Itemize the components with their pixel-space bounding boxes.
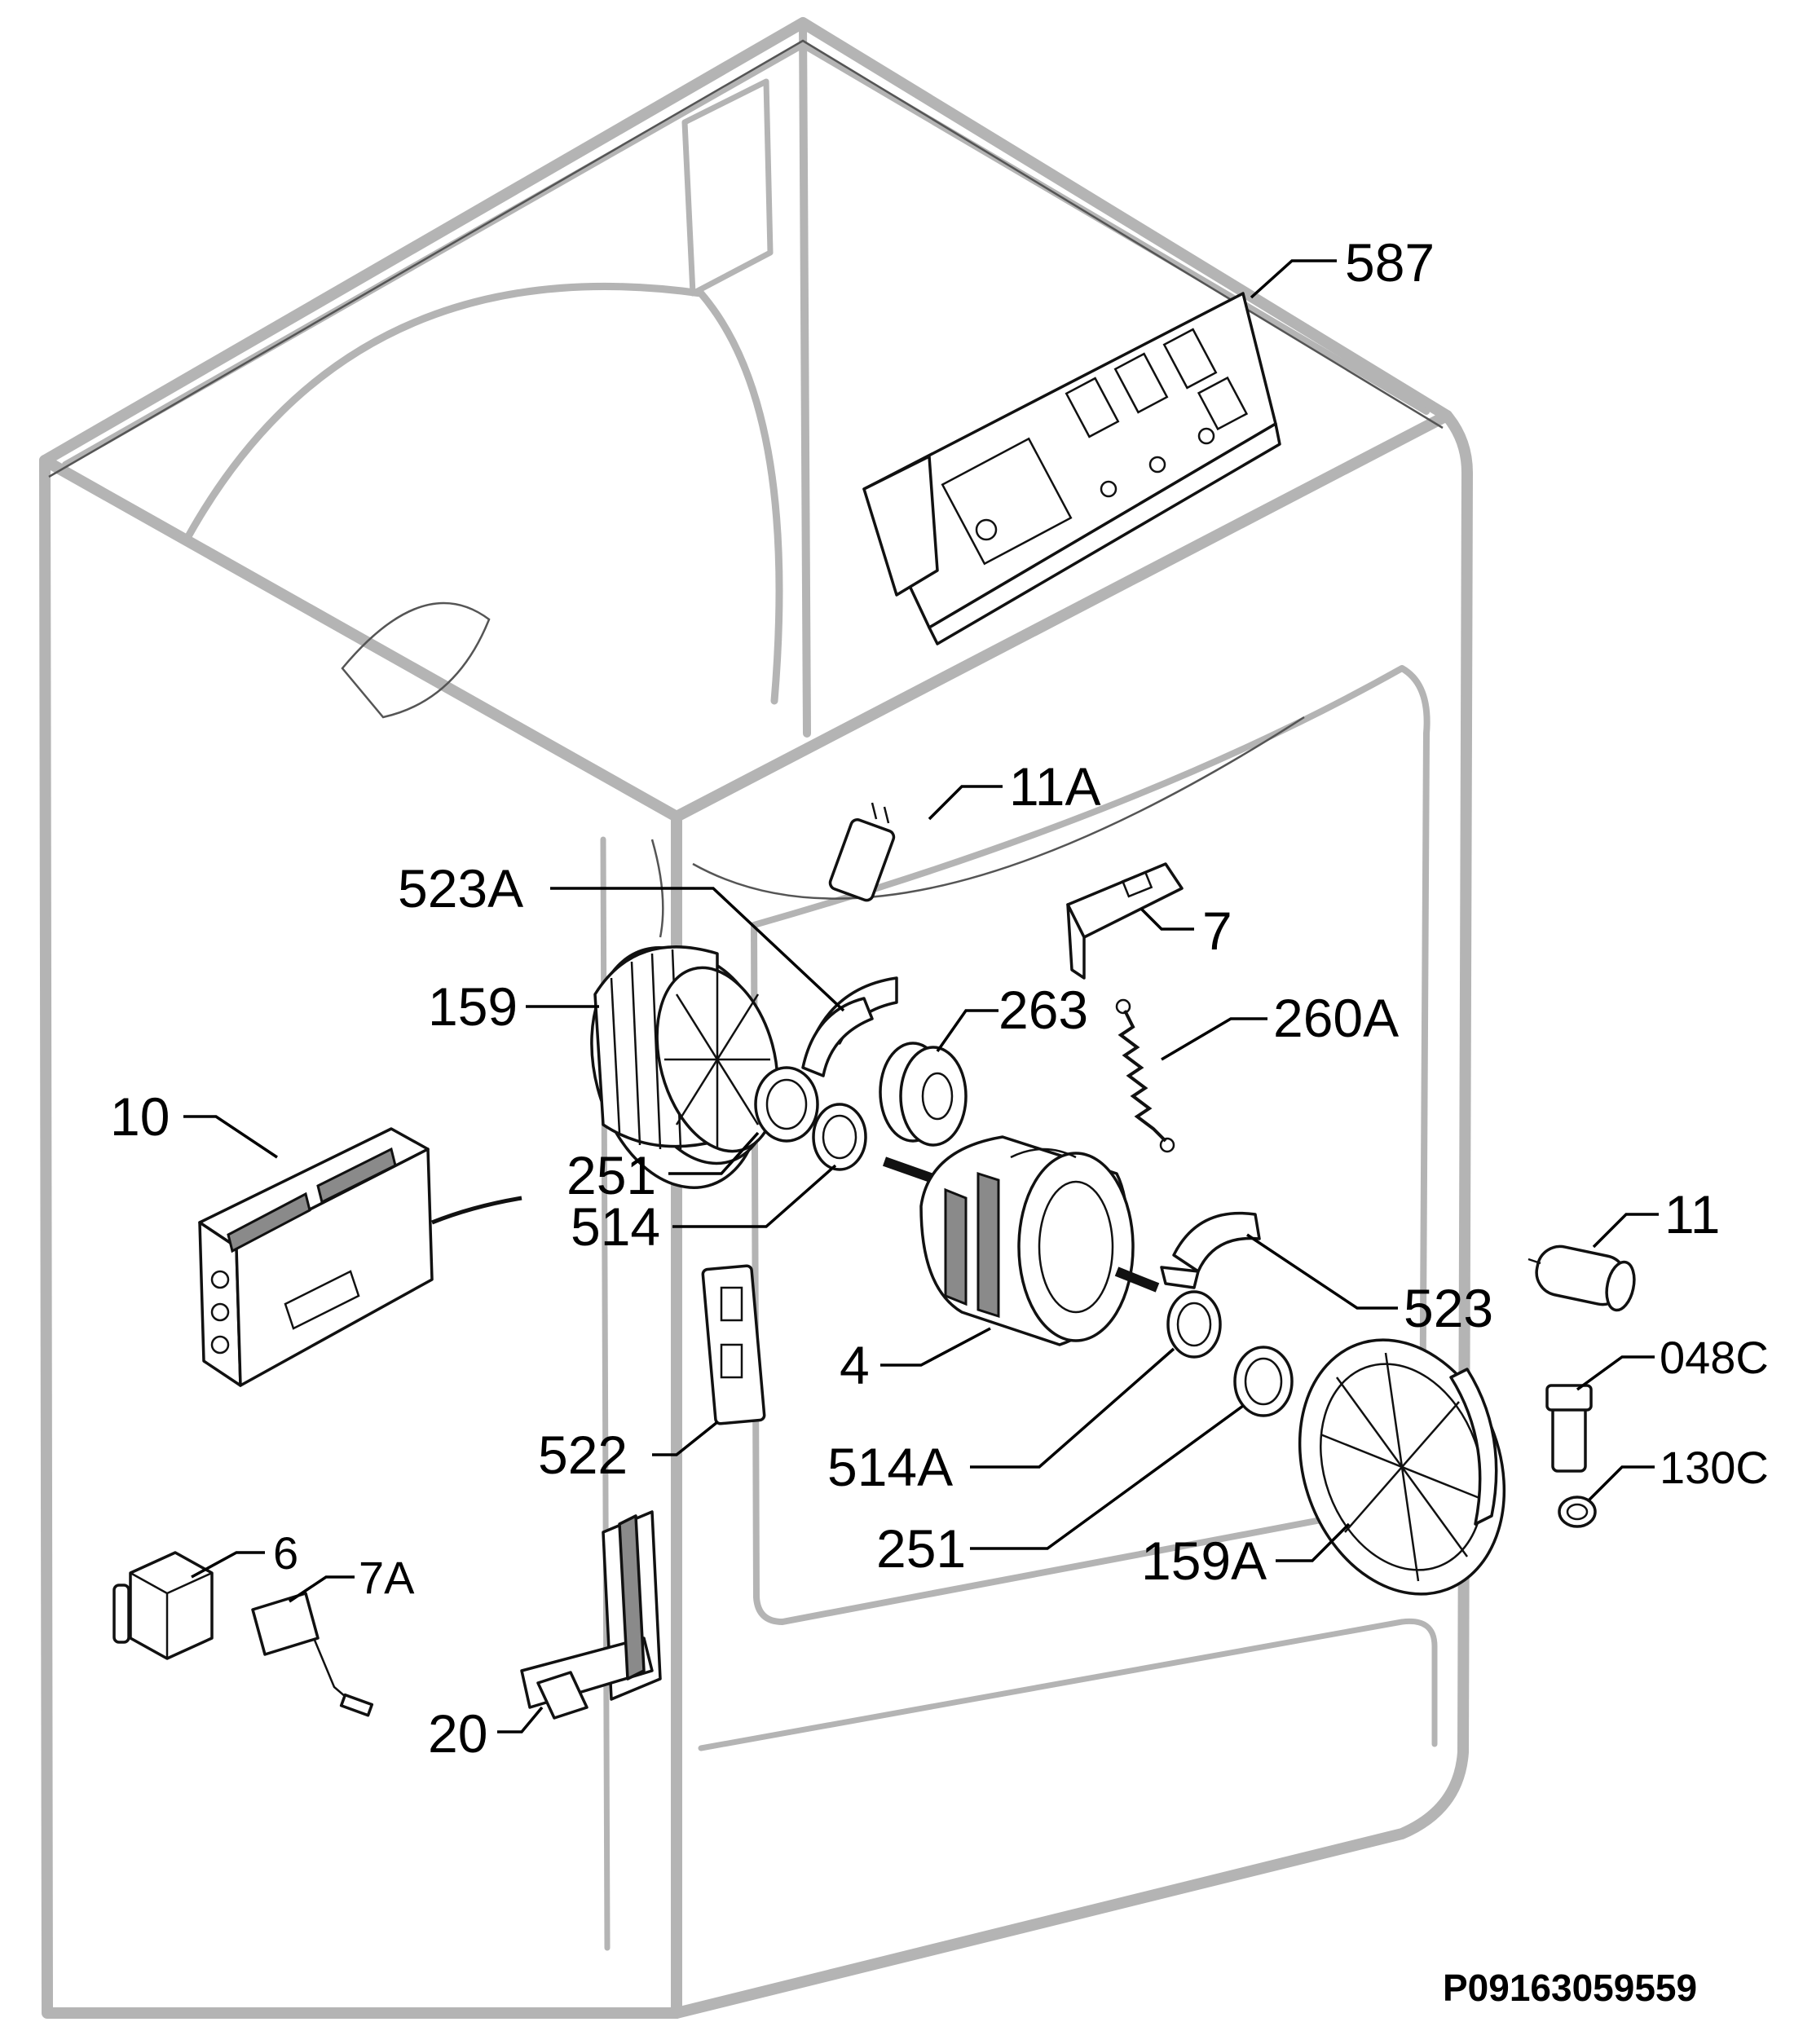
callout-labels: 587 11A 7 523A 159 263 260A 10 251 514 1…	[110, 232, 1769, 1764]
motor	[883, 1135, 1160, 1346]
label-514A: 514A	[827, 1437, 953, 1497]
seal-ring-rear	[812, 1103, 867, 1171]
label-523A: 523A	[398, 858, 523, 918]
label-20: 20	[428, 1703, 487, 1764]
drawing-code: P09163059559	[1443, 1967, 1697, 2009]
door-lock	[701, 1264, 766, 1425]
label-251-rear: 251	[566, 1145, 656, 1205]
label-251-front: 251	[876, 1518, 966, 1579]
bearing-ring-front	[1233, 1346, 1294, 1417]
heater-element	[198, 1127, 522, 1387]
label-523: 523	[1404, 1278, 1493, 1338]
pulley	[879, 1042, 968, 1147]
label-159: 159	[428, 976, 518, 1037]
level-foot-bracket	[520, 1510, 662, 1720]
label-11A: 11A	[1009, 756, 1101, 817]
label-7: 7	[1202, 901, 1232, 961]
cabinet-inner-lines	[48, 39, 1444, 938]
label-7A: 7A	[359, 1552, 415, 1603]
label-6: 6	[273, 1527, 298, 1579]
fan-impeller-rear	[590, 945, 779, 1189]
label-514: 514	[571, 1196, 660, 1257]
label-10: 10	[110, 1086, 170, 1147]
micro-switch	[251, 1592, 374, 1717]
leader-lines	[183, 259, 1659, 1733]
label-260A: 260A	[1273, 988, 1399, 1048]
label-522: 522	[538, 1425, 628, 1485]
label-4: 4	[840, 1335, 870, 1395]
label-048C: 048C	[1660, 1332, 1769, 1383]
bearing-ring-rear	[754, 1066, 819, 1143]
label-159A: 159A	[1141, 1531, 1267, 1591]
pump-relay	[112, 1551, 214, 1660]
motor-bracket-rear	[801, 976, 898, 1077]
fan-impeller-front	[1298, 1338, 1506, 1596]
label-11: 11	[1664, 1184, 1721, 1244]
label-263: 263	[998, 980, 1088, 1040]
temperature-sensor	[1545, 1384, 1593, 1473]
sensor-grommet	[1558, 1496, 1597, 1528]
motor-bracket-front	[1160, 1211, 1261, 1289]
capacitor-small	[828, 802, 896, 902]
label-587: 587	[1345, 232, 1435, 293]
tension-spring	[1115, 998, 1175, 1153]
door-switch	[1066, 862, 1184, 980]
label-130C: 130C	[1660, 1442, 1769, 1493]
seal-ring-front	[1166, 1290, 1222, 1359]
capacitor-large	[1527, 1244, 1636, 1312]
control-board	[862, 292, 1281, 645]
